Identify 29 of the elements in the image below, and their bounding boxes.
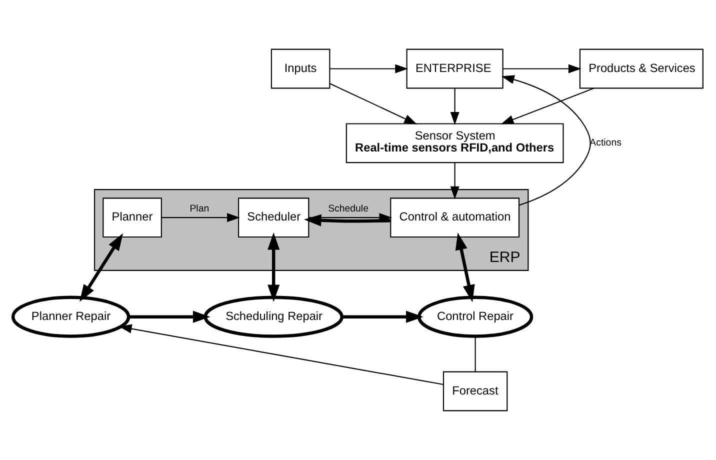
arrow — [450, 88, 460, 125]
arrow — [450, 162, 460, 200]
edge-label: Schedule — [328, 203, 368, 214]
edge-label: Plan — [190, 203, 210, 214]
node-box: Sensor System Real-time sensors RFID,and Others — [346, 123, 564, 164]
node-box: Control & automation — [390, 198, 520, 238]
arrow — [500, 88, 594, 124]
arrow — [501, 75, 591, 206]
arrow — [502, 64, 582, 74]
node-box: Planner — [102, 198, 162, 238]
arrow — [162, 213, 240, 222]
arrow — [268, 232, 280, 302]
node-box: Forecast — [442, 371, 508, 412]
node-box: Inputs — [270, 48, 330, 89]
arrow — [455, 232, 475, 302]
arrow — [118, 324, 444, 386]
arrow — [80, 233, 124, 302]
node-ellipse: Control Repair — [417, 296, 534, 338]
arrow — [342, 310, 424, 323]
node-ellipse: Scheduling Repair — [204, 296, 344, 338]
node-box: Scheduler — [238, 198, 310, 238]
arrow — [128, 310, 210, 323]
node-box: ENTERPRISE — [406, 48, 504, 89]
node-box: Products & Services — [579, 48, 704, 89]
arrow — [330, 64, 408, 74]
arrow — [330, 83, 418, 124]
node-ellipse: Planner Repair — [11, 296, 130, 338]
arrow — [304, 214, 390, 226]
connector — [474, 336, 476, 372]
